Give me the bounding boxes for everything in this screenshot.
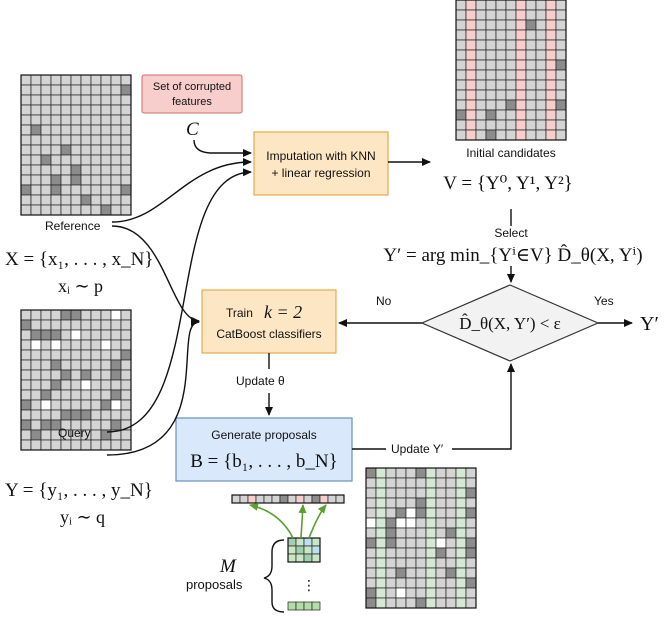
proposals-label: proposals xyxy=(186,577,243,592)
imputation-line1: Imputation with KNN xyxy=(266,149,375,163)
update-theta-label: Update θ xyxy=(236,374,285,388)
train-label: Train xyxy=(226,306,253,320)
query-label: Query xyxy=(58,426,91,440)
decision-diamond: D̂_θ(X, Y′) < ε xyxy=(420,284,600,362)
candidate-set-formula: V = {Y⁰, Y¹, Y²} xyxy=(443,173,573,194)
imputation-box: Imputation with KNN + linear regression xyxy=(253,131,389,196)
updated-query-grid xyxy=(365,467,477,609)
edge-query-to-train xyxy=(106,318,200,456)
initial-candidates-label: Initial candidates xyxy=(466,146,555,160)
query-distribution: yᵢ ∼ q xyxy=(60,507,105,527)
reference-label: Reference xyxy=(45,219,101,233)
edge-reference-to-train xyxy=(111,225,200,325)
edges xyxy=(106,139,633,456)
reference-data-grid xyxy=(20,74,132,216)
edge-query-to-imputation xyxy=(106,168,252,433)
proposal-strip xyxy=(231,494,345,504)
m-symbol: M xyxy=(219,556,237,577)
train-line2: CatBoost classifiers xyxy=(216,327,321,341)
train-classifiers-box: Train k = 2 CatBoost classifiers xyxy=(201,289,337,354)
reference-distribution: xᵢ ∼ p xyxy=(58,276,103,296)
imputation-line2: + linear regression xyxy=(271,166,370,180)
initial-candidates-grid xyxy=(455,0,567,141)
decision-condition: D̂_θ(X, Y′) < ε xyxy=(459,314,561,333)
no-label: No xyxy=(376,294,392,308)
select-label: Select xyxy=(494,226,528,240)
generate-line1: Generate proposals xyxy=(211,428,316,442)
generate-proposals-box: Generate proposals B = {b₁, . . . , b_N} xyxy=(175,417,353,482)
proposals-brace xyxy=(263,539,285,613)
vertical-ellipsis: ⋮ xyxy=(302,577,316,593)
proposal-mini-grid xyxy=(287,537,321,611)
edge-generate-to-decision xyxy=(452,363,515,450)
reference-set-formula: X = {x₁, . . . , x_N} xyxy=(5,249,154,270)
query-set-formula: Y = {y₁, . . . , y_N} xyxy=(5,480,153,501)
yes-label: Yes xyxy=(594,294,614,308)
edge-reference-to-imputation xyxy=(111,158,252,223)
train-k-formula: k = 2 xyxy=(264,302,302,322)
corrupted-set-symbol: C xyxy=(186,119,199,140)
argmin-formula: Y′ = arg min_{Yⁱ∈V} D̂_θ(X, Yⁱ) xyxy=(383,244,642,266)
output-symbol: Y′ xyxy=(640,313,659,335)
proposal-arrows xyxy=(249,502,327,539)
proposal-set-formula: B = {b₁, . . . , b_N} xyxy=(190,451,337,472)
edge-c-to-imputation xyxy=(193,139,252,157)
update-y-label: Update Y′ xyxy=(391,442,444,456)
query-data-grid xyxy=(20,309,132,451)
